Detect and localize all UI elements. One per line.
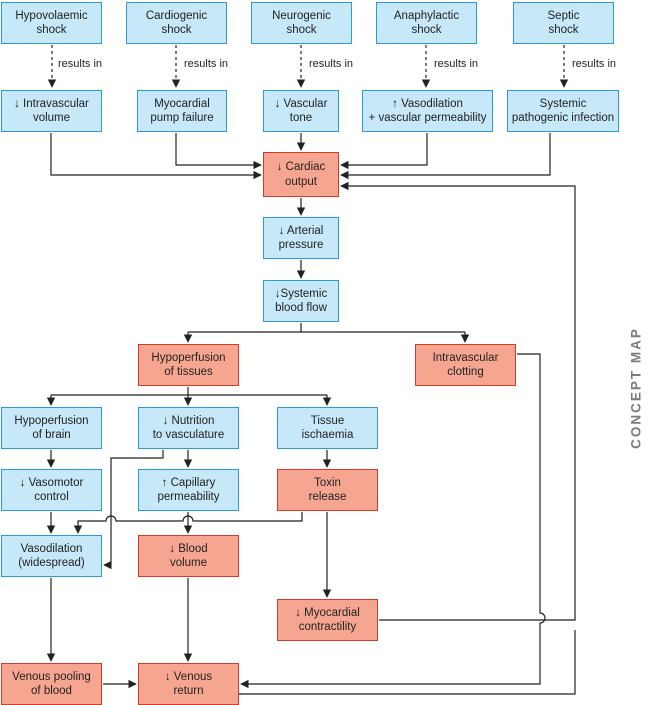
infection-to-output-arrow (340, 133, 551, 180)
volume-to-output-arrow (50, 133, 262, 180)
results-in-label: results in (184, 58, 229, 70)
results-in-label: results in (58, 58, 103, 70)
results-in-label: results in (572, 58, 617, 70)
nutrition-to-vasodilation-arrow (103, 450, 164, 570)
vasodilation-widespread-box: Vasodilation(widespread) (1, 535, 102, 577)
concept-map-label: CONCEPT MAP (628, 327, 644, 449)
return-feedback-line (187, 630, 576, 705)
results-in-label: results in (434, 58, 479, 70)
vasodilation-to-output-arrow (340, 133, 428, 170)
clotting-to-return-arrow (240, 353, 546, 689)
toxin-to-vasodilation-arrow (73, 512, 303, 534)
vasodilation-permeability-box: ↑ Vasodilation+ vascular permeability (362, 90, 493, 132)
results-in-label: results in (309, 58, 354, 70)
contractility-to-output-arrow (340, 181, 576, 621)
pump-to-output-arrow (175, 133, 262, 170)
